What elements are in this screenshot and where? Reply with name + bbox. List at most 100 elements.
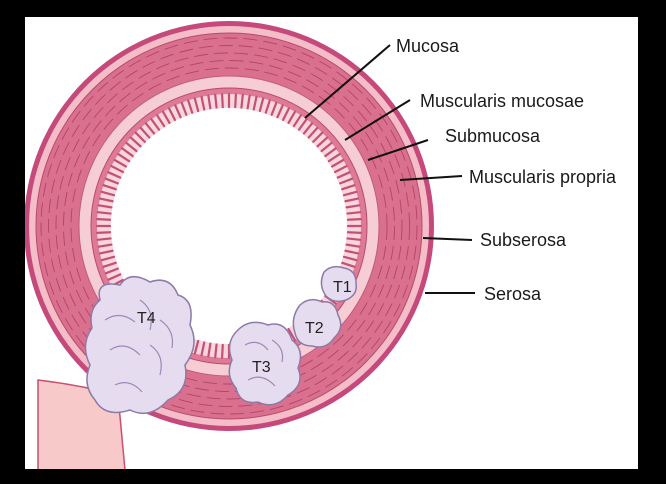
villus bbox=[96, 217, 112, 221]
villus bbox=[113, 158, 128, 168]
villus bbox=[324, 147, 337, 158]
villus bbox=[117, 153, 131, 163]
colon-wall-diagram: T4 T3 T2 T1 bbox=[25, 21, 617, 469]
villus bbox=[129, 136, 142, 148]
villus bbox=[104, 177, 120, 185]
villus bbox=[97, 243, 113, 248]
villus bbox=[200, 95, 206, 111]
villus bbox=[345, 243, 361, 248]
villus bbox=[240, 93, 244, 109]
tumor-t4: T4 bbox=[84, 276, 195, 415]
villus bbox=[344, 197, 360, 203]
villus bbox=[220, 343, 224, 359]
muscle-fiber-ring bbox=[63, 60, 395, 392]
villus bbox=[341, 184, 356, 191]
villus bbox=[139, 126, 151, 139]
villus bbox=[102, 184, 117, 191]
villus bbox=[346, 231, 362, 235]
diagram-panel: T4 T3 T2 T1 bbox=[25, 17, 638, 469]
leader-submucosa bbox=[367, 139, 429, 161]
villus bbox=[320, 141, 333, 153]
villus bbox=[167, 107, 177, 122]
villus bbox=[270, 101, 278, 117]
villus bbox=[180, 101, 188, 117]
villus bbox=[102, 261, 117, 268]
villus bbox=[156, 114, 166, 128]
villus bbox=[307, 126, 319, 139]
villus bbox=[327, 153, 341, 163]
leader-muscularis-mucosae bbox=[344, 99, 411, 141]
villus bbox=[96, 211, 112, 215]
muscle-fiber-ring bbox=[70, 67, 388, 385]
villus bbox=[187, 99, 194, 114]
villus bbox=[346, 237, 362, 241]
villus bbox=[193, 97, 200, 113]
villus bbox=[193, 339, 200, 355]
villus bbox=[220, 93, 224, 109]
muscle-fiber-ring bbox=[48, 45, 410, 407]
muscle-fiber-ring bbox=[55, 52, 403, 400]
muscle-fibers bbox=[40, 37, 418, 415]
villus bbox=[342, 255, 358, 262]
villus bbox=[207, 342, 212, 358]
villus bbox=[333, 164, 348, 174]
t1-label: T1 bbox=[333, 279, 352, 296]
villus bbox=[312, 131, 324, 143]
villus bbox=[107, 171, 122, 179]
muscle-fiber-ring bbox=[40, 37, 418, 415]
villus bbox=[246, 94, 251, 110]
villus bbox=[144, 122, 156, 135]
villus bbox=[110, 164, 125, 174]
villus bbox=[125, 141, 138, 153]
tumor-t3: T3 bbox=[228, 321, 302, 406]
villus bbox=[292, 114, 302, 128]
villus bbox=[214, 343, 218, 359]
label-serosa: Serosa bbox=[484, 284, 542, 304]
villus bbox=[316, 136, 329, 148]
villus bbox=[207, 94, 212, 110]
label-mucosa: Mucosa bbox=[396, 36, 460, 56]
t4-label: T4 bbox=[137, 310, 156, 327]
villus bbox=[287, 110, 297, 125]
villus bbox=[345, 204, 361, 209]
villus bbox=[302, 122, 314, 135]
villus bbox=[346, 217, 362, 221]
leader-subserosa bbox=[422, 237, 473, 241]
villus bbox=[258, 97, 265, 113]
villus bbox=[281, 107, 291, 122]
label-muscularis-propria: Muscularis propria bbox=[469, 167, 617, 187]
tumor-t2: T2 bbox=[292, 298, 342, 348]
villus bbox=[287, 327, 297, 342]
t2-label: T2 bbox=[305, 320, 324, 337]
villus bbox=[98, 197, 114, 203]
villus bbox=[344, 249, 360, 255]
villus bbox=[100, 255, 116, 262]
villus bbox=[214, 93, 218, 109]
villus bbox=[100, 190, 116, 197]
villus bbox=[161, 110, 171, 125]
villus bbox=[121, 147, 134, 158]
villus bbox=[264, 99, 271, 114]
villus bbox=[200, 341, 206, 357]
villus bbox=[107, 273, 122, 281]
villus bbox=[134, 131, 146, 143]
tumor-t1: T1 bbox=[320, 265, 358, 303]
label-submucosa: Submucosa bbox=[445, 126, 541, 146]
villus bbox=[338, 177, 354, 185]
villus bbox=[98, 249, 114, 255]
villus bbox=[276, 104, 284, 119]
t3-label: T3 bbox=[252, 359, 271, 376]
villus bbox=[97, 204, 113, 209]
villus bbox=[234, 93, 238, 109]
villus bbox=[297, 118, 308, 131]
villus bbox=[252, 95, 258, 111]
villus bbox=[330, 158, 345, 168]
villus bbox=[336, 171, 351, 179]
villus bbox=[342, 190, 358, 197]
villus bbox=[150, 118, 161, 131]
villus bbox=[346, 211, 362, 215]
leader-muscularis-propria bbox=[399, 175, 463, 181]
label-subserosa: Subserosa bbox=[480, 230, 567, 250]
villus bbox=[174, 104, 182, 119]
